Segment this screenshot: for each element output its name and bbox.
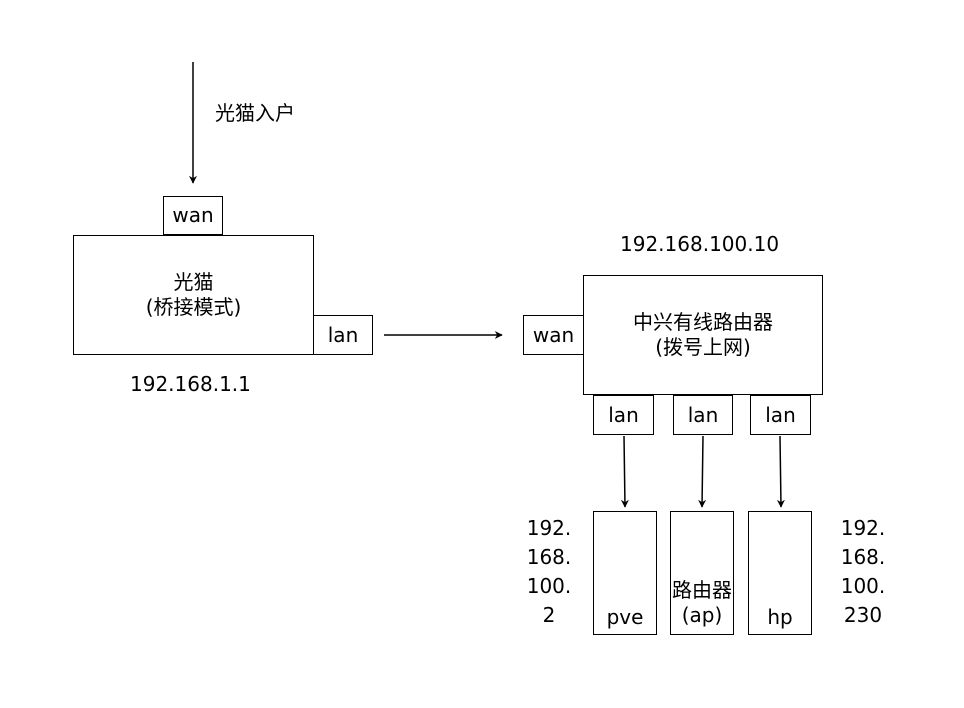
hp-ip-part: 230 (843, 603, 883, 627)
modem-wan-label: wan (172, 203, 214, 227)
router-lan-label: lan (765, 402, 796, 427)
router-box: 中兴有线路由器 (拨号上网) (583, 275, 823, 395)
modem-wan-port: wan (163, 196, 223, 235)
router-wan-label: wan (532, 322, 575, 347)
hp-ip: 192. 168. 100. 230 (838, 514, 888, 630)
modem-box: 光猫 (桥接模式) (73, 235, 314, 355)
router-lan-label: lan (608, 402, 639, 427)
incoming-label: 光猫入户 (215, 101, 295, 125)
pve-ip-part: 192. (526, 516, 572, 540)
device-ap-line2: (ap) (681, 603, 723, 627)
modem-lan-port: lan (313, 315, 373, 355)
modem-ip: 192.168.1.1 (130, 372, 251, 396)
device-pve: pve (593, 511, 657, 635)
pve-ip-part: 100. (526, 574, 572, 598)
device-ap-line1: 路由器 (672, 578, 732, 602)
hp-ip-part: 168. (840, 545, 886, 569)
router-lan-port-2: lan (673, 395, 733, 435)
pve-ip: 192. 168. 100. 2 (524, 514, 574, 630)
modem-lan-label: lan (327, 322, 359, 347)
router-lan-label: lan (687, 402, 719, 427)
hp-ip-part: 192. (840, 516, 886, 540)
router-lan-port-3: lan (750, 395, 811, 435)
pve-ip-part: 168. (526, 545, 572, 569)
pve-ip-part: 2 (542, 603, 556, 627)
modem-title: 光猫 (173, 270, 214, 294)
device-hp-label: hp (767, 605, 793, 629)
router-wan-port: wan (523, 315, 584, 355)
device-pve-label: pve (606, 605, 644, 629)
hp-ip-part: 100. (840, 574, 886, 598)
router-ip: 192.168.100.10 (620, 232, 780, 256)
router-title: 中兴有线路由器 (633, 310, 773, 334)
device-ap-router: 路由器 (ap) (670, 511, 734, 635)
lan1-to-pve-arrow (620, 435, 629, 508)
device-hp: hp (748, 511, 812, 635)
router-lan-port-1: lan (593, 395, 654, 435)
router-subtitle: (拨号上网) (655, 335, 751, 359)
modem-subtitle: (桥接模式) (145, 295, 242, 319)
lan3-to-hp-arrow (776, 435, 785, 508)
lan2-to-ap-arrow (698, 435, 707, 508)
